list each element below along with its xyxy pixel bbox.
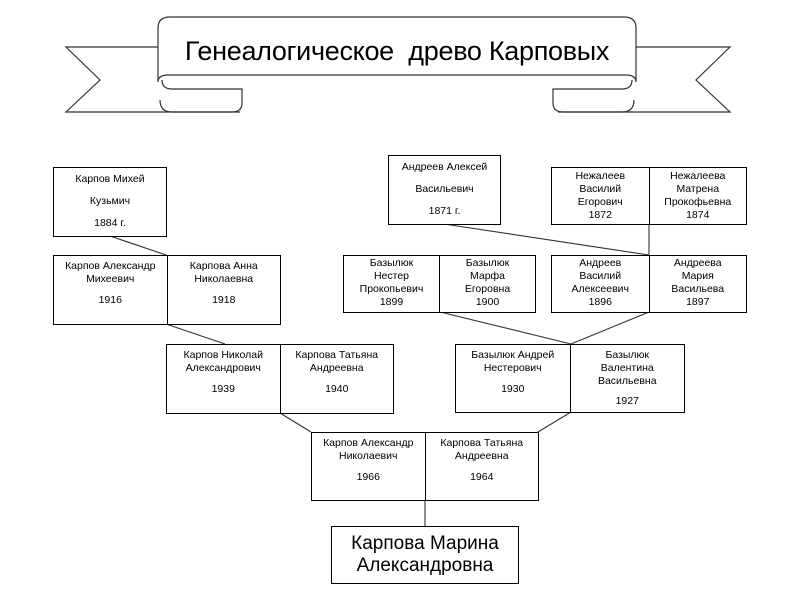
connector-nikolay-pair-to-parents: [279, 412, 312, 433]
person-year: 1918: [212, 294, 236, 306]
banner-left-tail: [64, 46, 240, 113]
couple-andreev-vasiliy: Андреев Василий Алексеевич 1896 Андреева…: [551, 255, 747, 313]
connector-bazyluk-andrey-pair-to-parents: [537, 411, 572, 433]
connector-bazyluk-pair-to-andrey: [439, 311, 572, 345]
person-nezhaleev-vasiliy: Нежалеев Василий Егорович 1872: [552, 168, 649, 224]
person-year: 1927: [615, 395, 639, 407]
person-bazyluk-valentina: Базылюк Валентина Васильевна 1927: [569, 345, 685, 412]
person-year: 1900: [475, 296, 500, 308]
person-name: Карпов Александр Михеевич: [65, 260, 156, 285]
person-year: 1939: [211, 383, 235, 395]
person-name: Карпова Татьяна Андреевна: [295, 349, 379, 374]
person-name: Карпова Анна Николаевна: [189, 260, 258, 285]
person-bazyluk-andrey: Базылюк Андрей Нестерович 1930: [456, 345, 570, 412]
person-name: Карпов Михей: [75, 173, 145, 185]
couple-bazyluk-nester: Базылюк Нестер Прокопьевич 1899 Базылюк …: [343, 255, 536, 313]
person-karpov-mikhey: Карпов Михей Кузьмич 1884 г.: [53, 167, 167, 237]
connector-aleksey-to-vasiliy: [443, 223, 650, 256]
banner-main: [157, 16, 637, 83]
person-karpova-tatyana-andreevna-2: Карпова Татьяна Андреевна 1964: [424, 433, 539, 500]
person-year: 1896: [588, 296, 612, 308]
person-name: Карпова Татьяна Андреевна: [440, 437, 524, 462]
person-karpov-aleksandr-m: Карпов Александр Михеевич 1916: [54, 256, 167, 324]
person-name: Андреева Мария Васильева: [671, 257, 725, 295]
person-year: 1872: [588, 209, 612, 221]
person-andreev-aleksey: Андреев Алексей Васильевич 1871 г.: [388, 155, 501, 225]
person-name: Андреев Алексей: [401, 161, 488, 173]
couple-bazyluk-andrey: Базылюк Андрей Нестерович 1930 Базылюк В…: [455, 344, 685, 413]
person-name: Нежалеев Василий Егорович: [575, 170, 626, 208]
couple-karpov-aleksandr: Карпов Александр Михеевич 1916 Карпова А…: [53, 255, 281, 325]
page-title: Генеалогическое древо Карповых: [184, 35, 610, 66]
person-year: 1899: [379, 296, 404, 308]
person-nezhaleeva-matrena: Нежалеева Матрена Прокофьевна 1874: [648, 168, 747, 224]
person-year: 1897: [686, 296, 710, 308]
person-name: Карпов Николай Александрович: [183, 349, 263, 374]
person-karpov-aleksandr-n: Карпов Александр Николаевич 1966: [312, 433, 425, 500]
connector-andreev-pair-to-valentina: [570, 311, 650, 345]
banner-right-fold: [552, 79, 635, 113]
person-bazyluk-marfa: Базылюк Марфа Егоровна 1900: [439, 256, 535, 312]
person-karpov-nikolay: Карпов Николай Александрович 1939: [167, 345, 280, 413]
person-name: Базылюк Валентина Васильевна: [597, 349, 657, 387]
connector-mikhey-to-aleksandr: [109, 235, 167, 256]
banner-right-tail: [558, 46, 732, 113]
person-name: Андреев Василий Алексеевич: [571, 257, 630, 295]
person-year: 1884 г.: [94, 217, 126, 229]
person-year: 1940: [325, 383, 349, 395]
couple-karpov-aleksandr-n: Карпов Александр Николаевич 1966 Карпова…: [311, 432, 539, 501]
person-andreeva-maria: Андреева Мария Васильева 1897: [648, 256, 747, 312]
person-karpova-tatyana-andreevna: Карпова Татьяна Андреевна 1940: [279, 345, 394, 413]
person-year: 1871 г.: [428, 205, 461, 217]
title-banner: [64, 16, 732, 113]
person-year: 1964: [470, 471, 494, 483]
person-name: Базылюк Андрей Нестерович: [471, 349, 555, 374]
connector-aleksandr-pair-to-nikolay: [165, 323, 226, 345]
person-year: 1916: [98, 294, 122, 306]
person-karpova-marina: Карпова Марина Александровна: [331, 526, 519, 584]
person-name: Нежалеева Матрена Прокофьевна: [664, 170, 732, 208]
person-bazyluk-nester: Базылюк Нестер Прокопьевич 1899: [344, 256, 439, 312]
person-karpova-anna: Карпова Анна Николаевна 1918: [166, 256, 281, 324]
couple-karpov-nikolay: Карпов Николай Александрович 1939 Карпов…: [166, 344, 394, 414]
person-patronymic: Васильевич: [415, 183, 474, 195]
couple-nezhaleev: Нежалеев Василий Егорович 1872 Нежалеева…: [551, 167, 747, 225]
person-year: 1966: [356, 471, 380, 483]
person-year: 1874: [686, 209, 710, 221]
person-year: 1930: [501, 383, 525, 395]
person-patronymic: Кузьмич: [89, 195, 131, 207]
person-name: Базылюк Марфа Егоровна: [464, 257, 511, 295]
person-name: Базылюк Нестер Прокопьевич: [359, 257, 424, 295]
person-name: Карпов Александр Николаевич: [323, 437, 414, 462]
person-andreev-vasiliy: Андреев Василий Алексеевич 1896: [552, 256, 649, 312]
banner-left-fold: [159, 79, 243, 113]
